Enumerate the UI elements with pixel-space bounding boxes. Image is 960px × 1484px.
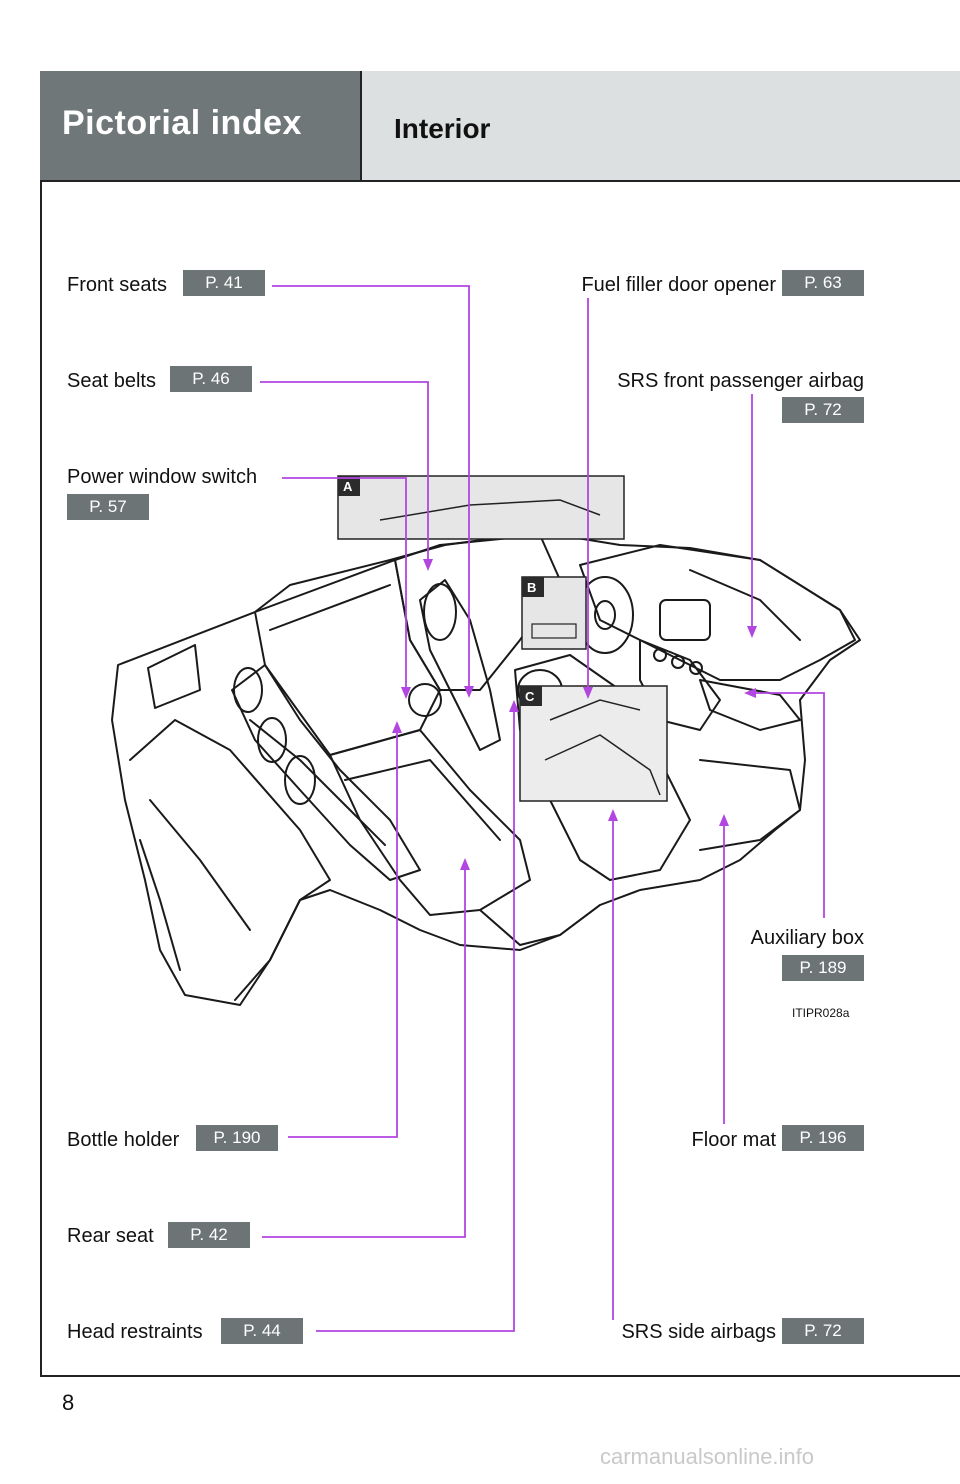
rear-seat-back <box>231 664 421 881</box>
dashboard <box>579 544 856 681</box>
driver-headrest <box>423 583 457 641</box>
label-head-restraints: Head restraints <box>67 1321 203 1343</box>
front-door <box>394 534 561 691</box>
section-title: Pictorial index <box>62 104 302 142</box>
rear-seat-cushion <box>329 729 531 916</box>
page-bottle-holder[interactable]: P. 190 <box>196 1125 278 1151</box>
label-power-window: Power window switch <box>67 466 258 488</box>
label-auxiliary-box: Auxiliary box <box>750 927 864 949</box>
inset-c-tag: C <box>525 689 535 704</box>
leader-power-window <box>282 477 407 693</box>
figure-code: ITIPR028a <box>792 1006 850 1020</box>
label-bottle-holder: Bottle holder <box>67 1129 180 1151</box>
leader-front-seats <box>272 285 470 692</box>
driver-seat-back <box>419 579 501 751</box>
header-topic-bar <box>362 71 960 182</box>
page-seat-belts[interactable]: P. 46 <box>170 366 252 392</box>
page-front-seats[interactable]: P. 41 <box>183 270 265 296</box>
topic-title: Interior <box>394 113 491 144</box>
label-floor-mat: Floor mat <box>691 1129 776 1151</box>
rear-headrest-3 <box>284 755 316 805</box>
label-rear-seat: Rear seat <box>67 1225 154 1247</box>
page-rear-seat[interactable]: P. 42 <box>168 1222 250 1248</box>
page-srs-front[interactable]: P. 72 <box>782 397 864 423</box>
rear-headrest-2 <box>257 717 287 763</box>
page-power-window[interactable]: P. 57 <box>67 494 149 520</box>
leader-seat-belts <box>260 381 429 565</box>
inset-a-tag: A <box>343 479 353 494</box>
page-fuel-filler[interactable]: P. 63 <box>782 270 864 296</box>
rear-headrest-1 <box>233 667 263 713</box>
leader-auxiliary <box>750 692 825 918</box>
page-head-restraints[interactable]: P. 44 <box>221 1318 303 1344</box>
label-srs-front: SRS front passenger airbag <box>617 370 864 392</box>
rear-window <box>147 644 201 709</box>
page-floor-mat[interactable]: P. 196 <box>782 1125 864 1151</box>
inset-b-tag: B <box>527 580 536 595</box>
label-srs-side: SRS side airbags <box>621 1321 776 1343</box>
leader-head-restraints <box>316 706 515 1332</box>
page-srs-side[interactable]: P. 72 <box>782 1318 864 1344</box>
cabin-outline <box>111 531 861 1006</box>
header-section-tab <box>40 71 362 182</box>
page-number: 8 <box>62 1390 75 1415</box>
label-front-seats: Front seats <box>67 274 168 296</box>
leader-bottle <box>288 727 398 1138</box>
label-fuel-filler: Fuel filler door opener <box>581 274 776 296</box>
label-seat-belts: Seat belts <box>67 370 156 392</box>
page-auxiliary-box[interactable]: P. 189 <box>782 955 864 981</box>
leader-rear-seat <box>262 864 466 1238</box>
watermark: carmanualsonline.info <box>600 1444 815 1469</box>
cargo-floor <box>129 719 331 1001</box>
